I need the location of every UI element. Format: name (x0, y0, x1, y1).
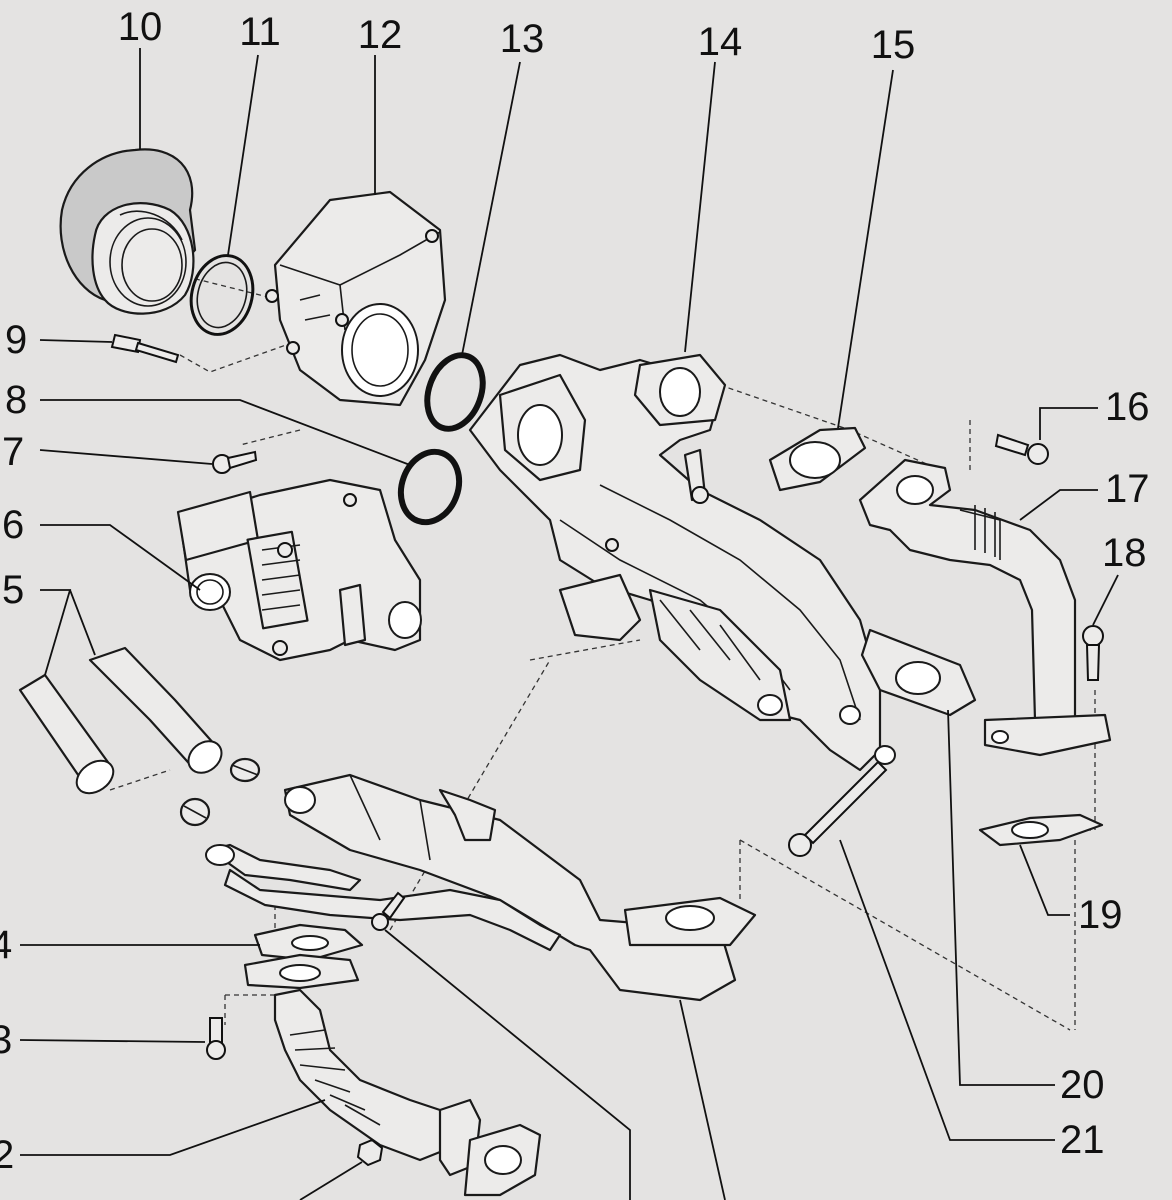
label-11: 11 (239, 10, 281, 54)
part-11-seal-ring (189, 254, 255, 336)
part-13-o-ring (424, 352, 486, 432)
label-15: 15 (871, 23, 916, 67)
label-14: 14 (698, 20, 743, 64)
part-15-gasket (768, 426, 867, 492)
label-19: 19 (1078, 893, 1123, 937)
label-5: 5 (2, 568, 24, 612)
label-18: 18 (1102, 531, 1147, 575)
part-8-o-ring (397, 448, 463, 526)
label-4: 4 (0, 923, 12, 967)
part-4-gasket (243, 923, 364, 990)
label-20: 20 (1060, 1063, 1105, 1107)
part-7-bolt (212, 450, 258, 474)
leader-lines (19, 48, 1119, 1200)
bolt-upper (371, 891, 406, 931)
part-12-throttle-body (265, 190, 447, 407)
part-2-flex-pipe (273, 988, 542, 1197)
label-13: 13 (500, 17, 545, 61)
label-16: 16 (1105, 385, 1150, 429)
label-3: 3 (0, 1018, 12, 1062)
label-21: 21 (1060, 1118, 1105, 1162)
part-9-bolt (110, 333, 180, 364)
part-6-egr-valve (176, 478, 422, 662)
label-10: 10 (118, 5, 163, 49)
part-21-long-bolt (788, 760, 888, 857)
part-14-manifold (468, 353, 896, 772)
label-7: 7 (2, 430, 24, 474)
label-6: 6 (2, 503, 24, 547)
label-9: 9 (5, 318, 27, 362)
part-5-hoses (18, 646, 223, 795)
part-number-labels: 10 11 12 13 14 15 16 17 18 19 20 21 9 8 … (0, 5, 1150, 1177)
part-1-nut (356, 1138, 384, 1167)
part-20-flange (860, 628, 977, 717)
part-19-gasket (978, 813, 1104, 847)
hose-clamps (179, 757, 261, 827)
part-10-intake-elbow (59, 148, 197, 315)
part-3-bolt (206, 1017, 226, 1060)
label-2: 2 (0, 1133, 14, 1177)
label-12: 12 (358, 13, 403, 57)
label-17: 17 (1105, 467, 1150, 511)
part-17-bent-pipe (858, 458, 1112, 757)
part-16-bolt (994, 433, 1049, 465)
part-18-bolt (1082, 625, 1104, 681)
label-8: 8 (5, 378, 27, 422)
